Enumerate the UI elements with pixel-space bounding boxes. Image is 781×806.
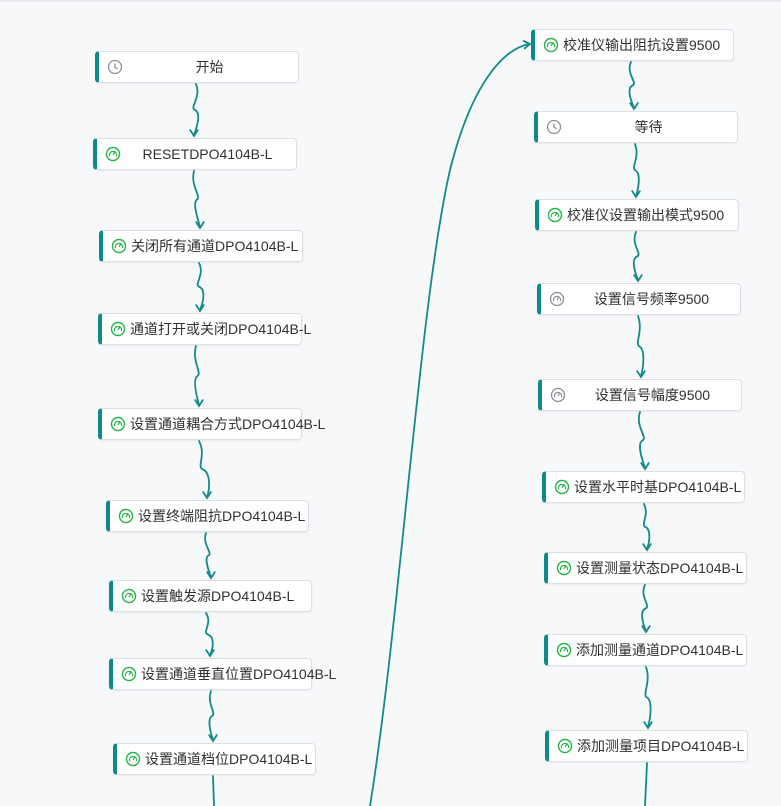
gauge-icon	[110, 321, 126, 337]
flow-edge-arrowhead	[195, 221, 205, 230]
gauge-icon	[110, 416, 126, 432]
flow-edge-arrowhead	[522, 40, 532, 50]
flow-node-label: 通道打开或关闭DPO4104B-L	[130, 321, 312, 337]
flow-edge-arrowhead	[189, 129, 199, 138]
flow-edge	[192, 170, 201, 228]
flow-node-label: RESETDPO4104B-L	[142, 146, 273, 162]
flow-edge-arrowhead	[205, 649, 215, 658]
gauge-icon	[557, 738, 573, 754]
flow-edge	[642, 503, 651, 550]
flow-node-label: 设置水平时基DPO4104B-L	[574, 479, 742, 495]
flow-node-label: 设置测量状态DPO4104B-L	[576, 560, 744, 576]
gauge-icon	[125, 751, 141, 767]
flow-edge-arrowhead	[195, 304, 205, 313]
flow-edge-arrowhead	[636, 370, 646, 379]
flow-node-label: 关闭所有通道DPO4104B-L	[131, 238, 299, 254]
clock-icon	[107, 59, 123, 75]
flow-edge	[198, 440, 211, 498]
flow-edge	[212, 775, 215, 806]
flow-node-label: 等待	[634, 119, 663, 135]
flow-edge-arrowhead	[642, 543, 652, 552]
flow-node-measure-item[interactable]: 添加测量项目DPO4104B-L	[545, 730, 748, 762]
flow-edge-long	[369, 43, 530, 806]
flow-edge	[644, 666, 652, 728]
flow-node-label: 设置信号频率9500	[593, 291, 710, 307]
gauge-icon	[556, 560, 572, 576]
flow-node-label: 设置通道档位DPO4104B-L	[145, 751, 313, 767]
flow-node-channel-scale[interactable]: 设置通道档位DPO4104B-L	[113, 743, 316, 775]
flow-edge-arrowhead	[629, 102, 639, 111]
flow-node-output-mode[interactable]: 校准仪设置输出模式9500	[535, 199, 739, 231]
flow-edge	[194, 345, 200, 406]
gauge-icon	[554, 479, 570, 495]
flow-node-termination[interactable]: 设置终端阻抗DPO4104B-L	[106, 500, 309, 532]
flow-edge	[628, 61, 635, 109]
flow-node-label: 开始	[195, 59, 224, 75]
clock-icon	[546, 119, 562, 135]
flow-node-label: 校准仪输出阻抗设置9500	[563, 37, 721, 53]
flow-node-signal-amplitude[interactable]: 设置信号幅度9500	[538, 379, 742, 411]
flow-node-vertical-position[interactable]: 设置通道垂直位置DPO4104B-L	[109, 658, 337, 690]
gauge-icon	[121, 666, 137, 682]
flow-node-reset[interactable]: RESETDPO4104B-L	[93, 138, 297, 170]
flow-node-start[interactable]: 开始	[95, 51, 299, 83]
flow-node-label: 添加测量项目DPO4104B-L	[577, 738, 745, 754]
flow-edge	[636, 315, 645, 377]
flow-edge	[641, 584, 648, 632]
canvas-top-border	[0, 0, 781, 2]
flow-edge-arrowhead	[640, 462, 650, 471]
flow-node-measure-channel[interactable]: 添加测量通道DPO4104B-L	[544, 634, 747, 666]
flow-node-label: 设置终端阻抗DPO4104B-L	[138, 508, 306, 524]
flow-edge	[633, 143, 640, 197]
flow-edge	[196, 262, 205, 311]
flow-edge-arrowhead	[633, 274, 643, 283]
flow-node-signal-frequency[interactable]: 设置信号频率9500	[537, 283, 741, 315]
flow-node-label: 设置通道耦合方式DPO4104B-L	[130, 416, 326, 432]
flow-edge	[632, 231, 640, 281]
flow-edge	[192, 83, 200, 136]
flow-node-label: 添加测量通道DPO4104B-L	[576, 642, 744, 658]
gauge-icon	[556, 642, 572, 658]
flow-edge	[208, 690, 215, 741]
flow-edge	[637, 411, 646, 469]
flow-edge	[644, 762, 648, 806]
flow-edge-arrowhead	[206, 571, 216, 580]
flow-node-trigger-source[interactable]: 设置触发源DPO4104B-L	[109, 580, 312, 612]
flow-edge-arrowhead	[202, 491, 212, 500]
flow-node-label: 设置信号幅度9500	[594, 387, 711, 403]
gauge-icon	[121, 588, 137, 604]
flow-edge-arrowhead	[641, 625, 651, 634]
gauge-icon	[105, 146, 121, 162]
flow-node-output-impedance[interactable]: 校准仪输出阻抗设置9500	[531, 29, 734, 61]
gauge-icon	[550, 387, 566, 403]
gauge-icon	[111, 238, 127, 254]
flow-edge	[204, 532, 212, 578]
gauge-icon	[549, 291, 565, 307]
flow-edge-arrowhead	[208, 734, 218, 743]
flow-node-coupling[interactable]: 设置通道耦合方式DPO4104B-L	[98, 408, 326, 440]
gauge-icon	[543, 37, 559, 53]
flow-node-channel-toggle[interactable]: 通道打开或关闭DPO4104B-L	[98, 313, 312, 345]
flow-node-label: 校准仪设置输出模式9500	[567, 207, 725, 223]
flow-node-label: 设置通道垂直位置DPO4104B-L	[141, 666, 337, 682]
flow-node-label: 设置触发源DPO4104B-L	[141, 588, 295, 604]
flow-node-measure-state[interactable]: 设置测量状态DPO4104B-L	[544, 552, 747, 584]
flow-edge-arrowhead	[194, 399, 204, 408]
gauge-icon	[118, 508, 134, 524]
flow-node-close-all-channels[interactable]: 关闭所有通道DPO4104B-L	[99, 230, 303, 262]
flow-edge-arrowhead	[643, 721, 653, 730]
flow-node-horizontal-timebase[interactable]: 设置水平时基DPO4104B-L	[542, 471, 745, 503]
flow-edge-arrowhead	[631, 190, 641, 199]
flow-edge	[205, 612, 214, 656]
gauge-icon	[547, 207, 563, 223]
flow-node-wait[interactable]: 等待	[534, 111, 738, 143]
